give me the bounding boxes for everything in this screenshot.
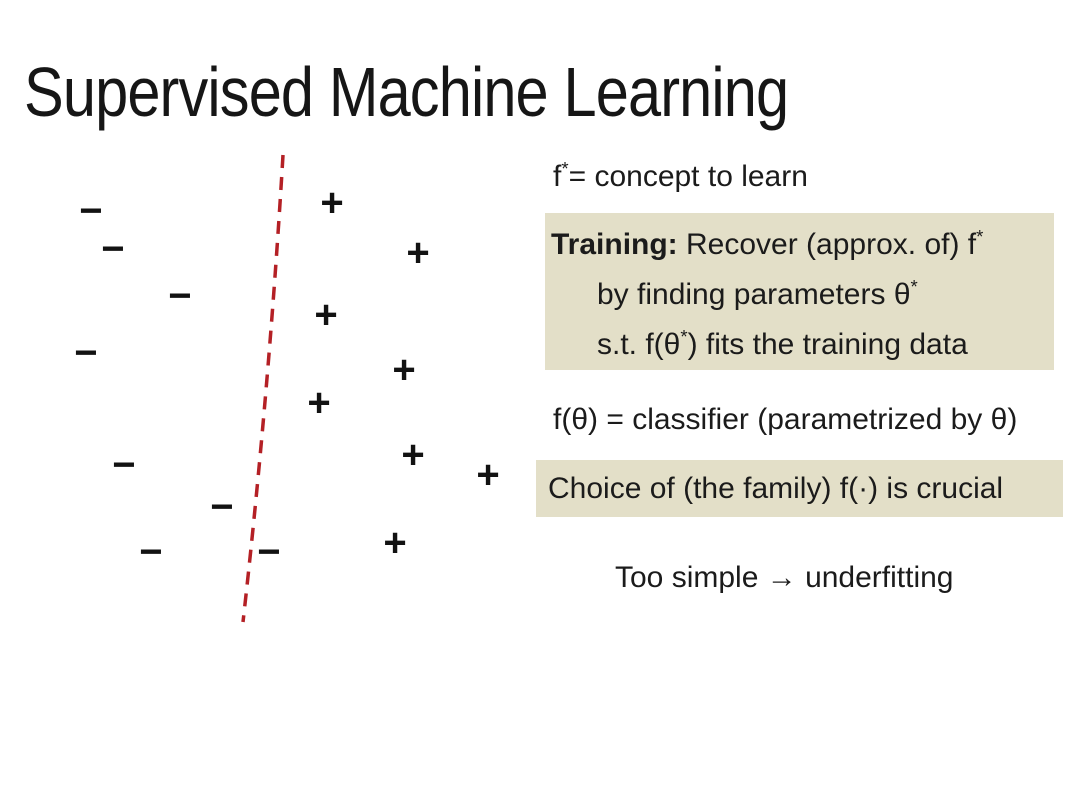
concept-star: * (561, 158, 569, 179)
training-line3-pre: s.t. f(θ (597, 328, 681, 361)
concept-f: f (553, 160, 562, 193)
positive-examples-marker: + (314, 293, 337, 337)
slide-title: Supervised Machine Learning (24, 53, 789, 131)
negative-examples-marker: − (257, 530, 280, 574)
negative-examples-marker: − (101, 227, 124, 271)
training-line3-star: * (680, 326, 688, 347)
positive-examples-marker: + (392, 348, 415, 392)
positive-examples-marker: + (401, 433, 424, 477)
concept-rest: = concept to learn (568, 160, 808, 193)
training-label: Training: (551, 228, 678, 261)
training-line-1: Training: Recover (approx. of) f* (551, 220, 1054, 270)
training-line-2: by finding parameters θ* (597, 270, 1054, 320)
negative-examples-marker: − (139, 530, 162, 574)
concept-line: f*= concept to learn (553, 158, 808, 194)
positive-examples-marker: + (406, 231, 429, 275)
training-line2-text: by finding parameters θ (597, 278, 911, 311)
decision-boundary-line (241, 154, 285, 623)
training-line1-text: Recover (approx. of) f (677, 228, 977, 261)
negative-examples-marker: − (168, 274, 191, 318)
underfitting-line: Too simple → underfitting (615, 561, 954, 594)
choice-line: Choice of (the family) f(·) is crucial (548, 471, 1004, 505)
negative-examples-marker: − (112, 443, 135, 487)
training-line2-star: * (910, 276, 918, 297)
choice-highlight-box: Choice of (the family) f(·) is crucial (536, 460, 1063, 517)
classifier-line: f(θ) = classifier (parametrized by θ) (553, 403, 1018, 436)
training-line3-post: ) fits the training data (687, 328, 968, 361)
training-line1-star: * (976, 226, 984, 247)
negative-examples-marker: − (210, 485, 233, 529)
training-line-3: s.t. f(θ*) fits the training data (597, 320, 1054, 370)
negative-examples-marker: − (79, 189, 102, 233)
positive-examples-marker: + (476, 453, 499, 497)
positive-examples-marker: + (383, 521, 406, 565)
negative-examples-marker: − (74, 331, 97, 375)
positive-examples-marker: + (320, 181, 343, 225)
positive-examples-marker: + (307, 381, 330, 425)
training-highlight-box: Training: Recover (approx. of) f* by fin… (545, 213, 1054, 370)
